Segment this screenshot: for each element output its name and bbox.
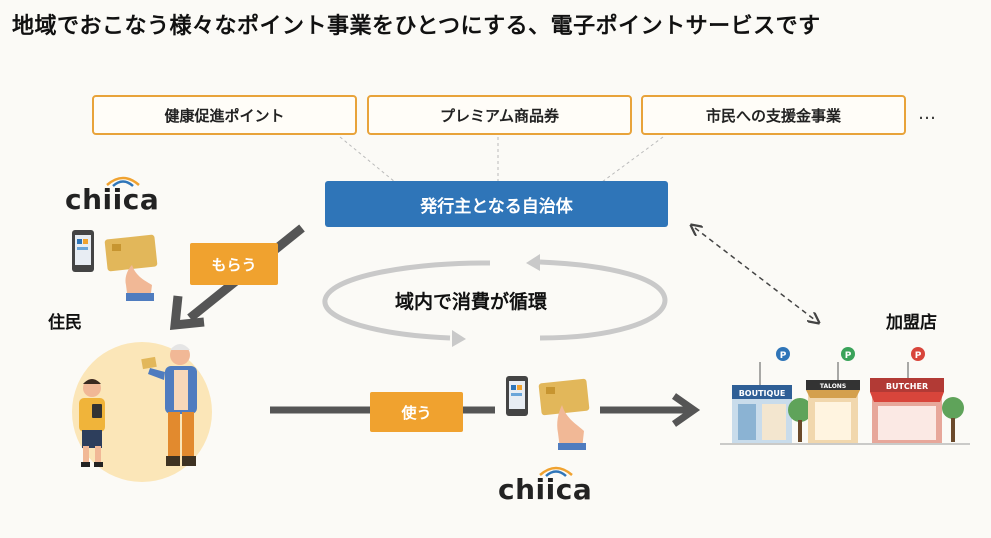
logo-text: chiica [498,473,593,506]
shop-sign-talons: TALONS [820,383,846,390]
receive-arrow-head [169,295,205,331]
connector-line [601,136,664,183]
page-title: 地域でおこなう様々なポイント事業をひとつにする、電子ポイントサービスです [12,14,821,39]
point-badge-label: P [915,351,922,361]
program-box-health: 健康促進ポイント [92,95,357,135]
logo-text: chiica [65,183,160,216]
point-badge-label: P [845,351,852,361]
use-arrow-head [671,393,701,427]
circulation-label: 域内で消費が循環 [395,291,548,313]
program-label: プレミアム商品券 [440,106,559,125]
phone-card-icon [72,230,158,301]
resident-label: 住民 [48,313,82,333]
receive-label: もらう [211,255,257,274]
program-box-premium-voucher: プレミアム商品券 [367,95,632,135]
shop-sign-boutique: BOUTIQUE [739,389,786,398]
point-badge-icon [776,347,790,361]
chiica-logo: chiica [498,466,593,506]
signal-icon [106,176,140,187]
issuer-municipality-box: 発行主となる自治体 [325,181,668,227]
use-tag: 使う [370,392,463,432]
residents-illustration [72,342,212,482]
payment-phone-card-icon [506,376,590,450]
receive-tag: もらう [190,243,278,285]
circulation-cycle [322,254,668,347]
point-badge-icon [911,347,925,361]
program-label: 市民への支援金事業 [705,106,841,125]
shop-sign-butcher: BUTCHER [886,382,928,391]
issuer-label: 発行主となる自治体 [420,196,573,217]
merchant-shops-illustration: P P P BOUTIQUE TALONS BUTCHER [720,347,970,445]
use-label: 使う [401,403,432,422]
program-label: 健康促進ポイント [164,106,285,125]
point-badge-icon [841,347,855,361]
merchant-label: 加盟店 [886,313,937,333]
program-box-citizen-support: 市民への支援金事業 [641,95,906,135]
signal-icon [539,466,573,477]
issuer-merchant-link [695,228,815,320]
chiica-logo: chiica [65,176,160,216]
more-programs-ellipsis: … [918,103,938,124]
point-badge-label: P [780,351,787,361]
connector-line [339,136,396,183]
